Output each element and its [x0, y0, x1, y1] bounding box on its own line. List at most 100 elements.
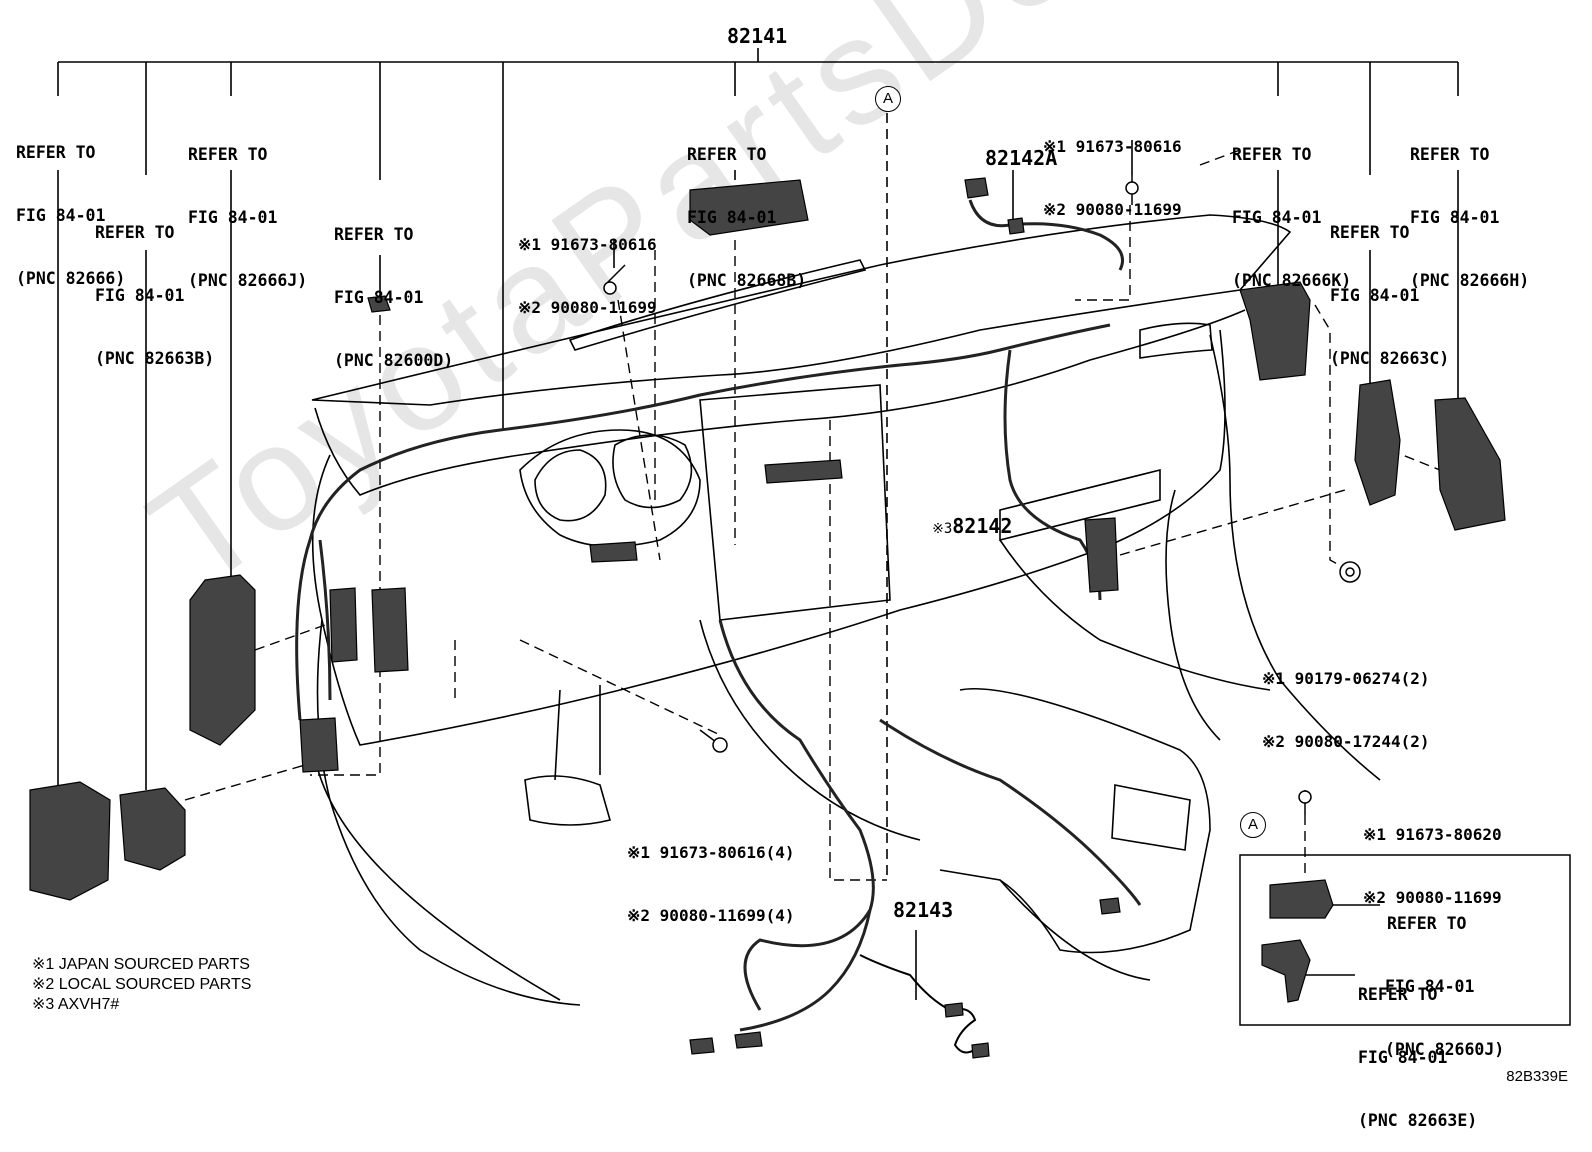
fastener-f1-line1: ※1 91673-80616 — [518, 235, 657, 254]
glovebox — [999, 468, 1161, 542]
vent-right — [1139, 322, 1213, 359]
fastener-f4-line2: ※2 90080-11699(4) — [627, 906, 795, 925]
leader-bracket-82141 — [58, 48, 1458, 63]
part-82143-label: 82143 — [893, 898, 954, 922]
console-panel — [1111, 784, 1191, 851]
console-right — [1165, 489, 1221, 741]
part-82142a-label: 82142A — [985, 146, 1058, 170]
refer-r10[interactable]: REFER TO FIG 84-01 (PNC 82663E) — [1358, 942, 1477, 1152]
refer-r6-line3: (PNC 82666K) — [1232, 271, 1352, 290]
harness-82143-thin — [859, 954, 981, 1054]
refer-r6-line1: REFER TO — [1232, 145, 1312, 164]
harness-center-drop — [718, 619, 875, 1011]
refer-r9-line2: FIG 84-01 — [1385, 977, 1475, 996]
part-82142-label: ※382142 — [908, 490, 1012, 538]
center-stack — [699, 384, 891, 621]
ecu-block-r3 — [189, 574, 256, 746]
refer-r6-line2: FIG 84-01 — [1232, 208, 1322, 227]
refer-r2-line1: REFER TO — [95, 223, 175, 242]
cluster-gauge-left — [534, 449, 607, 522]
refer-r3[interactable]: REFER TO FIG 84-01 (PNC 82666J) — [188, 102, 307, 312]
module-r8 — [1434, 397, 1506, 531]
fastener-f4-line1: ※1 91673-80616(4) — [627, 843, 795, 862]
marker-a-top: A — [875, 86, 901, 112]
relay-group-2 — [329, 587, 358, 663]
fastener-f1[interactable]: ※1 91673-80616 ※2 90080-11699 — [518, 192, 657, 339]
refer-r3-line2: FIG 84-01 — [188, 208, 278, 227]
refer-r4-line1: REFER TO — [334, 225, 414, 244]
fastener-f5[interactable]: ※1 91673-80620 ※2 90080-11699 — [1363, 782, 1502, 929]
harness-console — [879, 718, 1142, 906]
harness-right — [1003, 349, 1102, 601]
floor-right — [999, 539, 1271, 691]
floor-line-left — [317, 769, 561, 1001]
footnote-local: ※2 LOCAL SOURCED PARTS — [32, 976, 252, 993]
relay-group — [371, 587, 409, 673]
connector-82143-a — [689, 1031, 763, 1055]
console-box — [939, 687, 1211, 954]
refer-r10-line2: FIG 84-01 — [1358, 1048, 1448, 1067]
dashboard-upper-edge — [314, 309, 1246, 496]
connector-center — [764, 459, 843, 484]
refer-r9-line1: REFER TO — [1387, 914, 1467, 933]
refer-r7[interactable]: REFER TO FIG 84-01 (PNC 82663C) — [1330, 180, 1449, 390]
figure-code: 82B339E — [1506, 1068, 1568, 1085]
fastener-f1-line2: ※2 90080-11699 — [518, 298, 657, 317]
connector-82143-b — [944, 1002, 990, 1059]
harness-left-drop — [318, 539, 332, 701]
module-r10 — [1261, 939, 1311, 1003]
part-82141-label: 82141 — [727, 24, 788, 48]
refer-r7-line3: (PNC 82663C) — [1330, 349, 1450, 368]
fastener-f5-line2: ※2 90080-11699 — [1363, 888, 1502, 907]
knee-bolster — [524, 775, 611, 826]
refer-r4-line2: FIG 84-01 — [334, 288, 424, 307]
floor-shift — [699, 619, 921, 841]
refer-r9-line3: (PNC 82660J) — [1385, 1040, 1505, 1059]
module-r7 — [1354, 379, 1401, 506]
console-top — [1209, 334, 1381, 781]
harness-82143 — [739, 909, 872, 1032]
module-r5 — [689, 179, 809, 236]
refer-r1-line2: FIG 84-01 — [16, 206, 106, 225]
refer-r4[interactable]: REFER TO FIG 84-01 (PNC 82600D) — [334, 182, 453, 392]
connector-82142a — [964, 177, 1025, 235]
refer-r5-line2: FIG 84-01 — [687, 208, 777, 227]
footnotes: ※1 JAPAN SOURCED PARTS ※2 LOCAL SOURCED … — [32, 955, 251, 1015]
dashboard-top — [311, 214, 1292, 406]
connector-left-low — [299, 717, 339, 773]
refer-r5-line3: (PNC 82668B) — [687, 271, 807, 290]
refer-r4-line3: (PNC 82600D) — [334, 351, 454, 370]
refer-r5[interactable]: REFER TO FIG 84-01 (PNC 82668B) — [687, 102, 806, 312]
connector-right — [1084, 517, 1119, 593]
refer-r10-line1: REFER TO — [1358, 985, 1438, 1004]
clip-f3-icon — [1339, 561, 1361, 583]
fastener-f4[interactable]: ※1 91673-80616(4) ※2 90080-11699(4) — [627, 800, 795, 947]
pillar-left — [554, 685, 601, 781]
connector-console — [1099, 897, 1121, 915]
refer-r2[interactable]: REFER TO FIG 84-01 (PNC 82663B) — [95, 180, 214, 390]
footnote-japan: ※1 JAPAN SOURCED PARTS — [32, 956, 250, 973]
fastener-f2[interactable]: ※1 91673-80616 ※2 90080-11699 — [1043, 94, 1182, 241]
refer-r8[interactable]: REFER TO FIG 84-01 (PNC 82666H) — [1410, 102, 1529, 312]
refer-r2-line3: (PNC 82663B) — [95, 349, 215, 368]
wiring-diagram — [29, 48, 1571, 1059]
refer-r7-line2: FIG 84-01 — [1330, 286, 1420, 305]
dashboard-lower — [316, 619, 581, 1006]
refer-r8-line2: FIG 84-01 — [1410, 208, 1500, 227]
refer-r8-line1: REFER TO — [1410, 145, 1490, 164]
refer-r1-line3: (PNC 82666) — [16, 269, 126, 288]
module-r9 — [1269, 879, 1334, 919]
refer-r8-line3: (PNC 82666H) — [1410, 271, 1530, 290]
refer-r6[interactable]: REFER TO FIG 84-01 (PNC 82666K) — [1232, 102, 1351, 312]
refer-r9[interactable]: REFER TO FIG 84-01 (PNC 82660J) — [1385, 871, 1504, 1081]
fastener-f3[interactable]: ※1 90179-06274(2) ※2 90080-17244(2) — [1262, 626, 1430, 773]
bolt-f5-icon — [1298, 790, 1312, 815]
refer-r1-line1: REFER TO — [16, 143, 96, 162]
refer-r10-line3: (PNC 82663E) — [1358, 1111, 1478, 1130]
part-82142-prefix: ※3 — [932, 521, 953, 537]
refer-r1[interactable]: REFER TO FIG 84-01 (PNC 82666) — [16, 100, 125, 310]
harness-82142a — [968, 199, 1124, 271]
lower-floor — [999, 879, 1151, 981]
fastener-f2-line2: ※2 90080-11699 — [1043, 200, 1182, 219]
refer-r2-line2: FIG 84-01 — [95, 286, 185, 305]
